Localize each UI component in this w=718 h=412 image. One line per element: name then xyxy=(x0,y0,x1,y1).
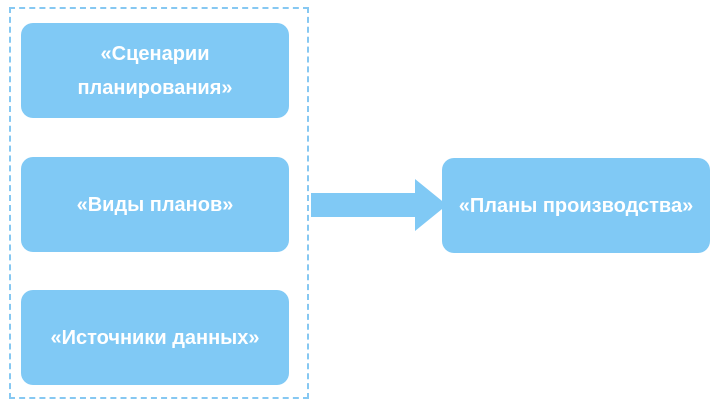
arrow-shape xyxy=(311,179,447,231)
data-sources-box: «Источники данных» xyxy=(21,290,289,385)
flow-arrow xyxy=(311,179,447,231)
plan-types-box: «Виды планов» xyxy=(21,157,289,252)
production-plans-box: «Планы производства» xyxy=(442,158,710,253)
data-sources-label: «Источники данных» xyxy=(50,326,260,349)
production-plans-label: «Планы производства» xyxy=(458,194,694,217)
input-group-frame xyxy=(9,7,309,399)
scenarios-box: «Сценарии планирования» xyxy=(21,23,289,118)
plan-types-label: «Виды планов» xyxy=(76,193,234,216)
scenarios-label: «Сценарии планирования» xyxy=(77,42,233,99)
